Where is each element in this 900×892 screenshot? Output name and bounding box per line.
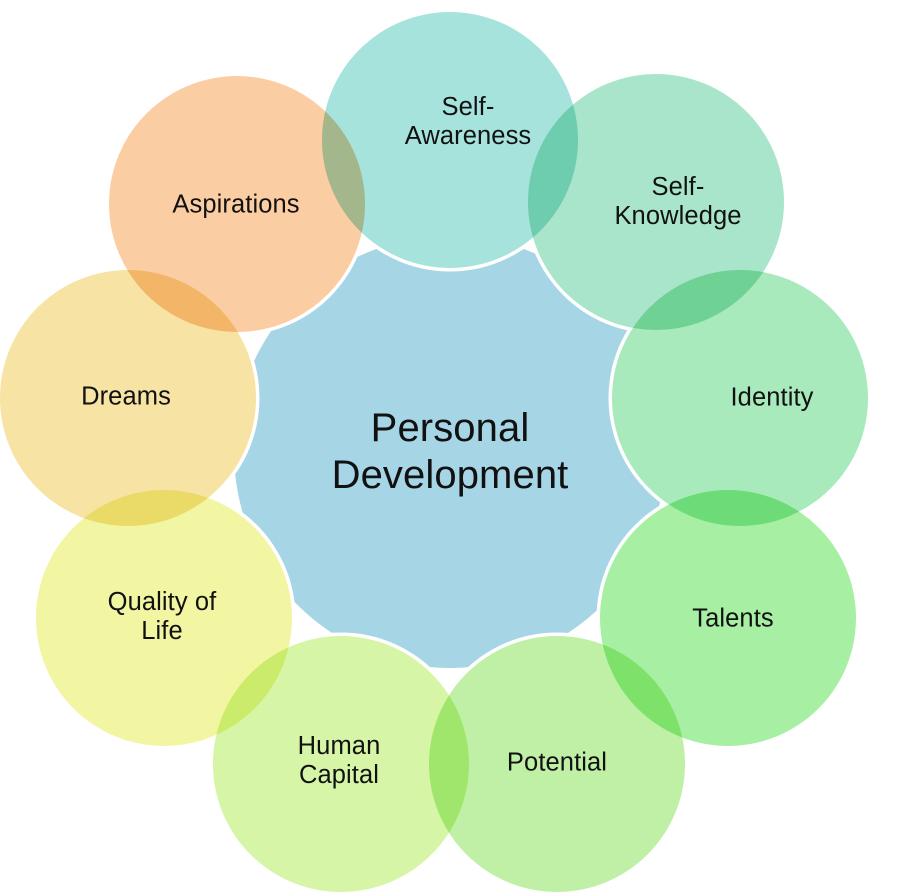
satellite-circle-self-knowledge[interactable] [528, 74, 784, 330]
satellite-circle-talents[interactable] [600, 490, 856, 746]
satellite-circle-potential[interactable] [429, 636, 685, 892]
satellite-circle-quality-of-life[interactable] [36, 490, 292, 746]
satellite-circle-self-awareness[interactable] [322, 12, 578, 268]
satellite-circle-fills [0, 12, 868, 892]
satellite-circle-aspirations[interactable] [109, 76, 365, 332]
satellite-circle-human-capital[interactable] [213, 636, 469, 892]
satellite-circle-dreams[interactable] [0, 270, 256, 526]
center-circle-personal-development[interactable] [234, 236, 666, 668]
satellite-circle-identity[interactable] [612, 270, 868, 526]
center-circle-group [234, 236, 666, 668]
